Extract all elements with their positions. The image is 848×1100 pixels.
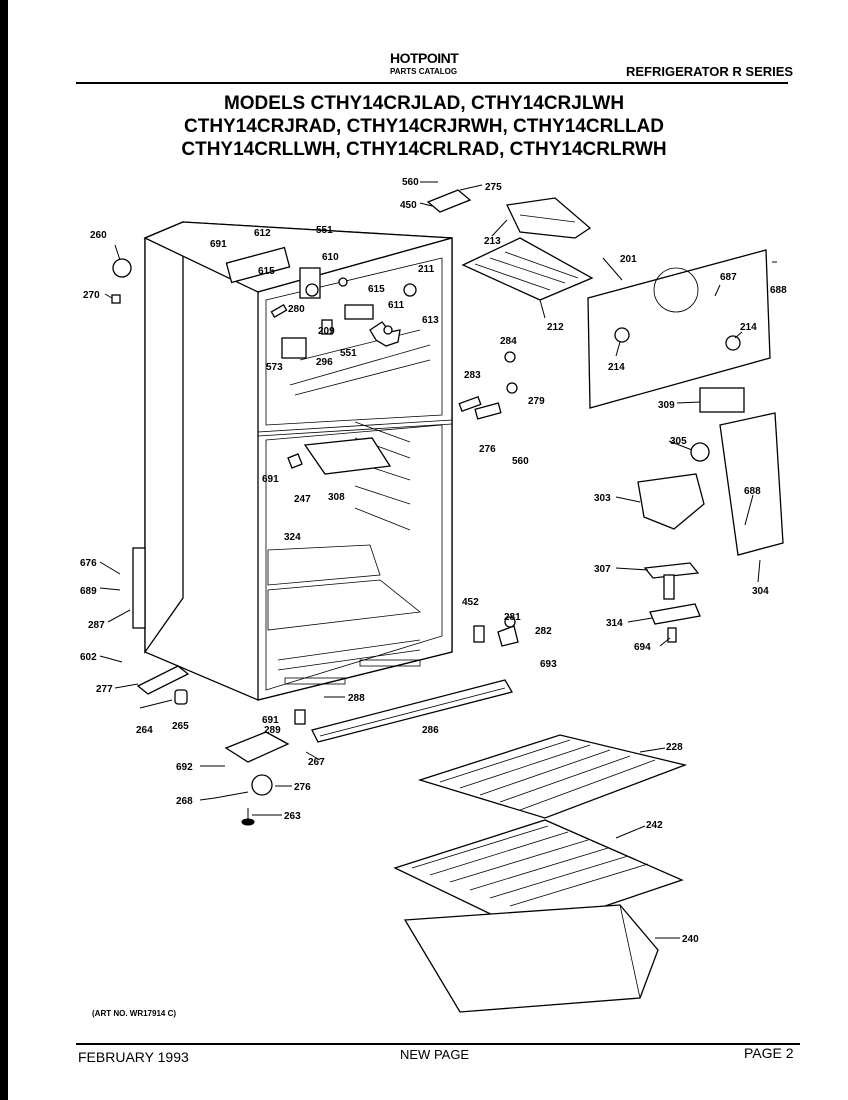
footer-new-page: NEW PAGE [400,1047,470,1062]
header-rule [76,82,788,84]
footer-rule [76,1043,800,1045]
callout-281: 281 [504,612,521,623]
leader-lines [99,181,777,939]
callout-289: 289 [264,725,281,736]
evaporator-fan-assembly [225,246,417,359]
callout-615b: 615 [368,284,385,295]
callout-201: 201 [620,254,637,265]
callout-452: 452 [462,597,479,608]
callout-573: 573 [266,362,283,373]
rear-panel [587,249,771,409]
callout-287: 287 [88,620,105,631]
callout-209: 209 [318,326,335,337]
callout-283: 283 [464,370,481,381]
callout-551a: 551 [316,225,333,236]
callout-265: 265 [172,721,189,732]
small-hardware [111,258,519,826]
callout-560a: 560 [402,177,419,188]
callout-692: 692 [176,762,193,773]
callout-613: 613 [422,315,439,326]
callout-288: 288 [348,693,365,704]
model-line-2: CTHY14CRJRAD, CTHY14CRJRWH, CTHY14CRLLAD [184,116,664,137]
scan-edge-bar [0,0,8,1100]
callout-263: 263 [284,811,301,822]
model-line-1: MODELS CTHY14CRJLAD, CTHY14CRJLWH [223,93,625,114]
callout-268: 268 [176,796,193,807]
callout-688a: 688 [770,285,787,296]
model-line-3: CTHY14CRLLWH, CTHY14CRLRAD, CTHY14CRLRWH [181,139,667,160]
callout-688b: 688 [744,486,761,497]
callout-labels: 560 275 450 213 212 260 270 691 612 551 … [80,177,787,945]
callout-277: 277 [96,684,113,695]
callout-308: 308 [328,492,345,503]
callout-691a: 691 [210,239,227,250]
callout-691b: 691 [262,474,279,485]
callout-276b: 276 [294,782,311,793]
callout-212: 212 [547,322,564,333]
brand-name: HOTPOINT [390,50,459,66]
callout-324: 324 [284,532,301,543]
callout-279: 279 [528,396,545,407]
ice-tray-assembly [426,189,594,301]
callout-276a: 276 [479,444,496,455]
callout-309: 309 [658,400,675,411]
callout-691c: 691 [262,715,279,726]
callout-280: 280 [288,304,305,315]
callout-214a: 214 [740,322,757,333]
callout-267: 267 [308,757,325,768]
callout-282: 282 [535,626,552,637]
callout-689: 689 [80,586,97,597]
callout-264: 264 [136,725,153,736]
art-number: (ART NO. WR17914 C) [92,1009,177,1018]
callout-286: 286 [422,725,439,736]
callout-214b: 214 [608,362,625,373]
footer-date: FEBRUARY 1993 [78,1049,189,1065]
catalog-label: PARTS CATALOG [390,67,458,76]
footer-page-number: PAGE 2 [744,1045,794,1061]
callout-284: 284 [500,336,517,347]
callout-693: 693 [540,659,557,670]
callout-296: 296 [316,357,333,368]
callout-240: 240 [682,934,699,945]
control-housing-parts [637,387,784,643]
callout-314: 314 [606,618,623,629]
crisper-pan [403,904,659,1013]
callout-676: 676 [80,558,97,569]
callout-611: 611 [388,300,405,311]
crisper-cover [393,819,684,933]
toe-grille [311,679,513,743]
callout-247: 247 [294,494,311,505]
callout-615a: 615 [258,266,275,277]
callout-305: 305 [670,436,687,447]
callout-270: 270 [83,290,100,301]
wire-shelf [417,734,688,819]
callout-687: 687 [720,272,737,283]
callout-450: 450 [400,200,417,211]
callout-211: 211 [418,264,435,275]
callout-602: 602 [80,652,97,663]
callout-228: 228 [666,742,683,753]
callout-303: 303 [594,493,611,504]
callout-694: 694 [634,642,651,653]
model-list: MODELS CTHY14CRJLAD, CTHY14CRJLWH CTHY14… [0,92,848,161]
callout-304: 304 [752,586,769,597]
callout-242: 242 [646,820,663,831]
callout-307: 307 [594,564,611,575]
callout-260: 260 [90,230,107,241]
callout-275: 275 [485,182,502,193]
callout-560b: 560 [512,456,529,467]
callout-610: 610 [322,252,339,263]
callout-551b: 551 [340,348,357,359]
callout-612: 612 [254,228,271,239]
callout-213: 213 [484,236,501,247]
series-label: REFRIGERATOR R SERIES [626,64,794,79]
